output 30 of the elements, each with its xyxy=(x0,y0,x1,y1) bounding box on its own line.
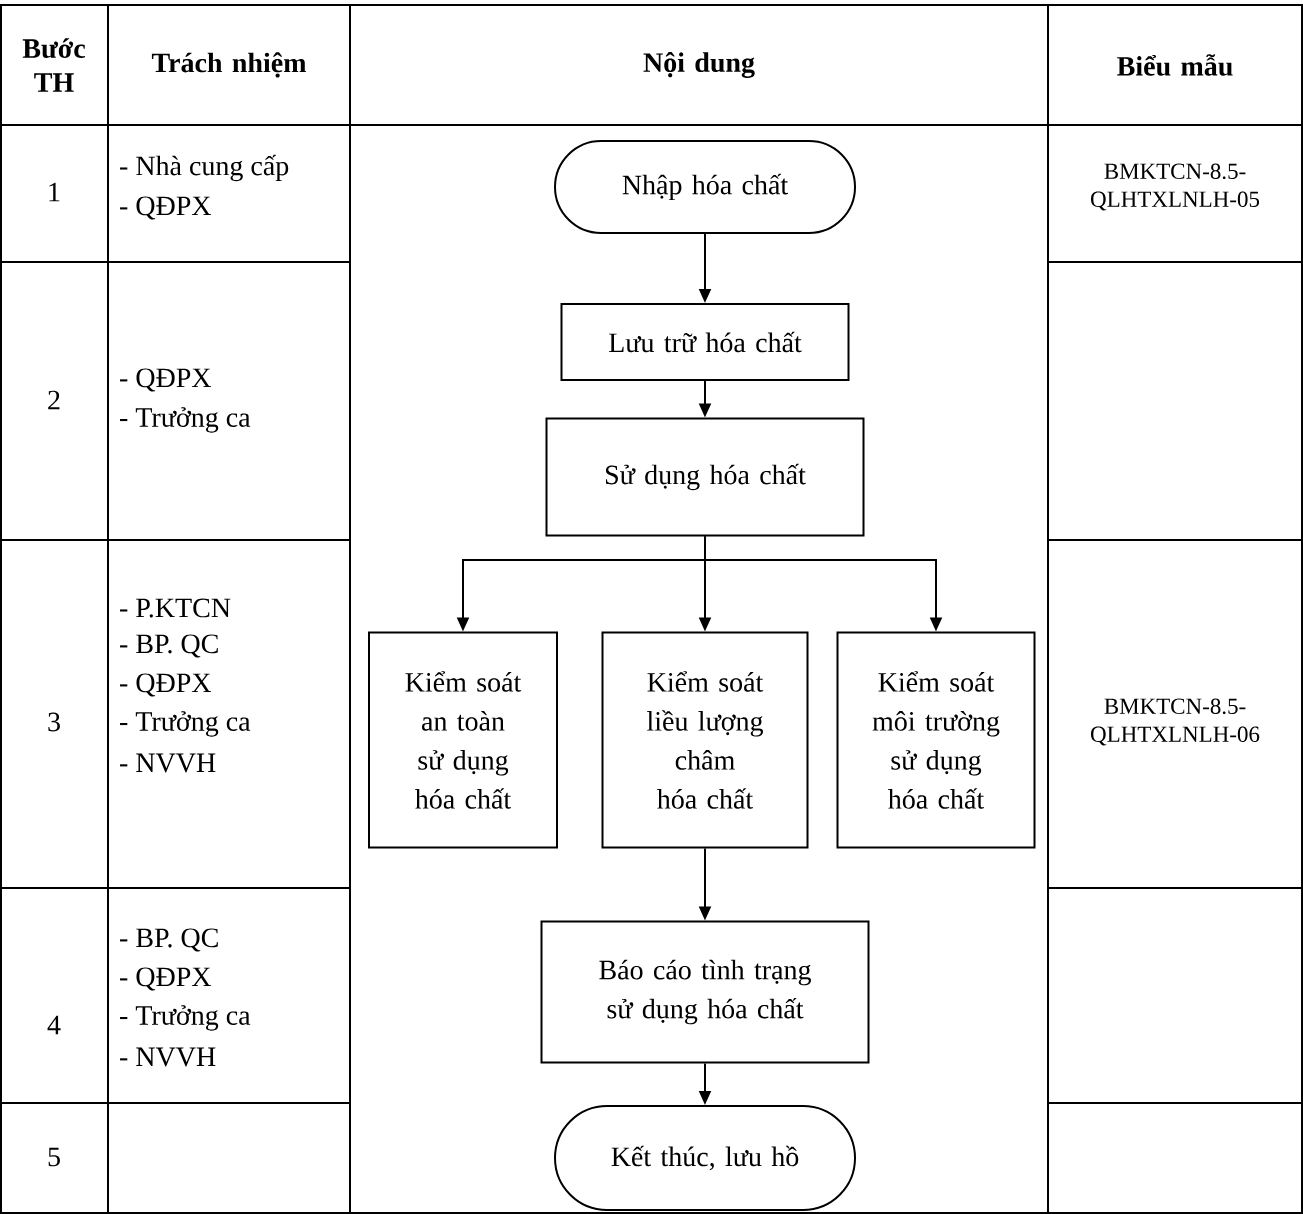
step-number: 5 xyxy=(48,1147,60,1167)
process-box: Kiểm soát liều lượng châm hóa chất xyxy=(601,631,809,849)
process-box: Sử dụng hóa chất xyxy=(545,417,865,537)
form-code: BMKTCN-8.5- QLHTXLNLH-06 xyxy=(1091,698,1260,746)
step-number: 4 xyxy=(47,1015,61,1035)
responsibility-item: - QĐPX xyxy=(120,967,212,991)
responsibility-item: - NVVH xyxy=(120,753,216,773)
responsibility-item: - Trưởng ca xyxy=(120,711,251,737)
process-box: Kiểm soát an toàn sử dụng hóa chất xyxy=(368,631,558,849)
responsibility-item: - QĐPX xyxy=(120,673,212,697)
header-cell: Biểu mẫu xyxy=(1117,54,1233,76)
header-cell: Nội dung xyxy=(643,52,755,78)
step-number: 3 xyxy=(48,712,60,732)
step-number: 2 xyxy=(48,390,60,410)
responsibility-item: - P.KTCN xyxy=(120,598,231,618)
header-cell: Trách nhiệm xyxy=(151,52,307,78)
responsibility-item: - Trưởng ca xyxy=(120,407,251,433)
header-cell: Bước TH xyxy=(22,38,85,92)
responsibility-item: - QĐPX xyxy=(120,196,212,220)
responsibility-item: - BP. QC xyxy=(120,634,218,658)
responsibility-item: - Nhà cung cấp xyxy=(120,154,289,182)
responsibility-item: - Trưởng ca xyxy=(120,1005,251,1031)
process-box: Báo cáo tình trạng sử dụng hóa chất xyxy=(540,920,870,1064)
step-number: 1 xyxy=(49,182,60,202)
responsibility-item: - QĐPX xyxy=(120,368,212,392)
process-box: Lưu trữ hóa chất xyxy=(560,303,850,381)
process-box: Kiểm soát môi trường sử dụng hóa chất xyxy=(836,631,1036,849)
form-code: BMKTCN-8.5- QLHTXLNLH-05 xyxy=(1091,163,1260,211)
responsibility-item: - NVVH xyxy=(120,1047,216,1067)
responsibility-item: - BP. QC xyxy=(120,928,218,952)
